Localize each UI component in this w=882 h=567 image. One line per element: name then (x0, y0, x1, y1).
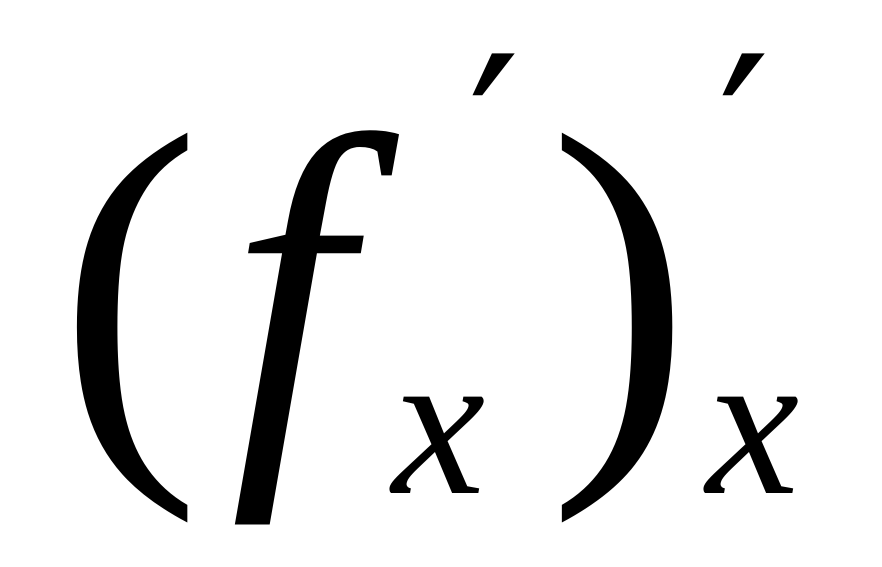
inner-subscript-variable: x (392, 307, 486, 539)
close-parenthesis: ) (548, 49, 692, 525)
inner-prime-mark: ′ (468, 9, 521, 276)
outer-subscript-variable: x (706, 307, 800, 539)
outer-prime-mark: ′ (718, 9, 771, 276)
open-parenthesis: ( (58, 49, 202, 525)
function-symbol: f (230, 51, 350, 527)
